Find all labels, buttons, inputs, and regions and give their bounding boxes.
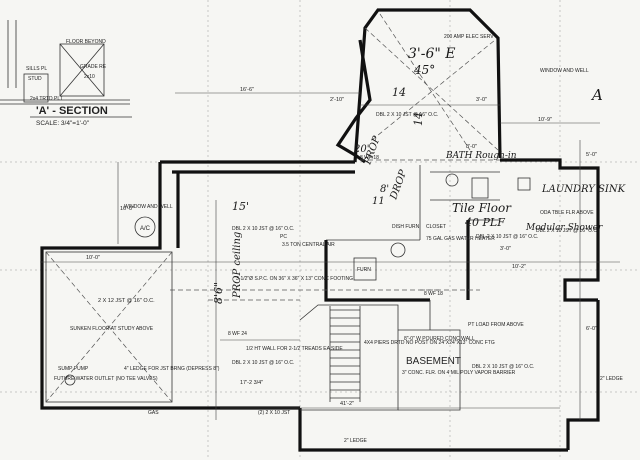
wf18-note-b: 8 WF 18	[424, 291, 443, 297]
steel-beams	[170, 159, 500, 301]
dim-3: 3'-0"	[476, 97, 487, 103]
dim-4: 10'-9"	[538, 117, 552, 123]
dim-5: 16'-0"	[120, 206, 134, 212]
half-wall-note: 1/2 HT WALL FOR 2-1/2 TREADS EA SIDE	[246, 346, 343, 352]
bay-size-label: 3'-6" E	[408, 46, 456, 62]
beam-note-5: DBL 2 X 10 JST @ 16" O.C.	[232, 360, 294, 366]
wf24-note: 8 WF 24	[228, 331, 247, 337]
future-water-note: FUTURE WATER OUTLET (NO TEE VALVES)	[54, 376, 158, 382]
dim-11: 41'-2"	[340, 401, 354, 407]
foundation-walls	[40, 8, 600, 452]
fixtures	[64, 173, 531, 386]
ledge-note: 4" LEDGE FOR JST BRNG (DEPRESS 8")	[124, 366, 220, 372]
ledge-note-2: 2" LEDGE	[344, 438, 368, 444]
rise-label: 20'	[353, 144, 369, 155]
window-note-1: WINDOW AND WELL	[540, 68, 589, 74]
joist-note: 2 X 12 JST @ 16" O.C.	[98, 298, 155, 304]
section-note-plate: 2x4 TRTD PLT	[30, 96, 63, 102]
dim-15: 14	[412, 112, 425, 126]
laundry-label: LAUNDRY SINK	[541, 184, 626, 195]
water-heater-note: 75 GAL GAS WATER HEATER	[426, 236, 495, 242]
dim-14: 14	[392, 86, 406, 99]
dim-1: 16'-6"	[240, 87, 254, 93]
beam-note-3: DBL 2 X 10 JST @ 16" O.C.	[476, 234, 538, 240]
bath-size-label: 40 PLF	[464, 216, 505, 229]
pc-note: PC	[280, 234, 287, 240]
dim-17: 5'-0"	[586, 152, 597, 158]
dim-6: 8'-0"	[466, 144, 477, 150]
furnace-note: FURN	[357, 267, 371, 273]
section-note-sills: SILLS PL	[26, 66, 47, 72]
window-note-2: WINDOW AND WELL	[124, 204, 173, 210]
sunken-note: SUNKEN FLOOR AT STUDY ABOVE	[70, 326, 154, 332]
dimension-lines	[40, 92, 620, 420]
beam-note-4: DBL 2 X 10 JST @ 16" O.C.	[536, 228, 598, 234]
central-air-note: 3.5 TON CENTRAL AIR	[282, 242, 335, 248]
section-note-floor: FLOOR BEYOND	[66, 39, 106, 45]
dish-furn-note: DISH FURN	[392, 224, 420, 230]
footing-note: 3-1/2"Ø S.P.C. ON 36" X 36" X 13" CONC F…	[236, 276, 353, 282]
prop-ceiling-height-label: 8'6"	[212, 282, 225, 304]
dim-8: 10'-2"	[512, 264, 526, 270]
poured-wall-note: 8"-0" W POURED CONC WALL	[404, 336, 475, 342]
dim-13: 15'	[232, 200, 249, 213]
modular-shower-label: Modular Shower	[525, 223, 603, 233]
beam-note-2: DBL 2 X 10 JST @ 16" O.C.	[232, 226, 294, 232]
conc-floor-note: 3" CONC. FLR. ON 4 MIL POLY VAPOR BARRIE…	[402, 370, 516, 376]
bath-rough-label: BATH Rough-in	[445, 151, 517, 161]
section-note-stud: STUD	[28, 76, 42, 82]
gas-note: GAS	[148, 410, 159, 416]
drop-height-label: 8'	[380, 184, 389, 195]
dim-9: 10'-0"	[86, 255, 100, 261]
pier-note: 4X4 PIERS DRTD NO POST ON 24"X24"X13" CO…	[364, 340, 495, 346]
wf18-note-a: 8 WF 18	[360, 155, 379, 161]
section-title: 'A' - SECTION	[36, 105, 108, 117]
section-note-grade: GRADE RE	[80, 64, 107, 70]
dim-2: 2'-10"	[330, 97, 344, 103]
point-load-note: PT LOAD FROM ABOVE	[468, 322, 524, 328]
ac-note: A/C	[140, 226, 151, 232]
closet-note: CLOSET	[426, 224, 446, 230]
section-note-2x10: 2x10	[84, 74, 95, 80]
beam-note-6: DBL 2 X 10 JST @ 16" O.C.	[472, 364, 534, 370]
section-detail: FLOOR BEYOND GRADE RE SILLS PL 2x10 2x4 …	[0, 20, 132, 127]
drop-label: DROP	[388, 168, 409, 202]
bay-framing	[364, 13, 499, 151]
bay-angle-label: 45°	[413, 63, 435, 77]
stair	[329, 306, 361, 402]
dim-10: 17'-2 3/4"	[240, 380, 263, 386]
beam-note-1: DBL 2 X 10 JST @ 16" O.C.	[376, 112, 438, 118]
sump-note: SUMP PUMP	[58, 366, 89, 372]
ledge-note-3: 2" LEDGE	[600, 376, 624, 382]
section-mark: A	[590, 86, 603, 104]
oda-note: ODA TBLE FLR ABOVE	[540, 210, 594, 216]
basement-label: BASEMENT	[406, 356, 461, 367]
bath-floor-label: Tile Floor	[452, 201, 512, 215]
dim-7: 3'-0"	[500, 246, 511, 252]
elec-note: 200 AMP ELEC SERV	[444, 34, 494, 40]
dim-12: 6'-0"	[586, 326, 597, 332]
double-joist-note: (2) 2 X 10 JST	[258, 410, 290, 416]
section-scale: SCALE: 3/4"=1'-0"	[36, 120, 90, 127]
dim-16: 11	[372, 196, 385, 207]
prop-ceiling-label: PROP ceiling	[232, 232, 243, 299]
sunken-floor-area	[45, 251, 173, 403]
